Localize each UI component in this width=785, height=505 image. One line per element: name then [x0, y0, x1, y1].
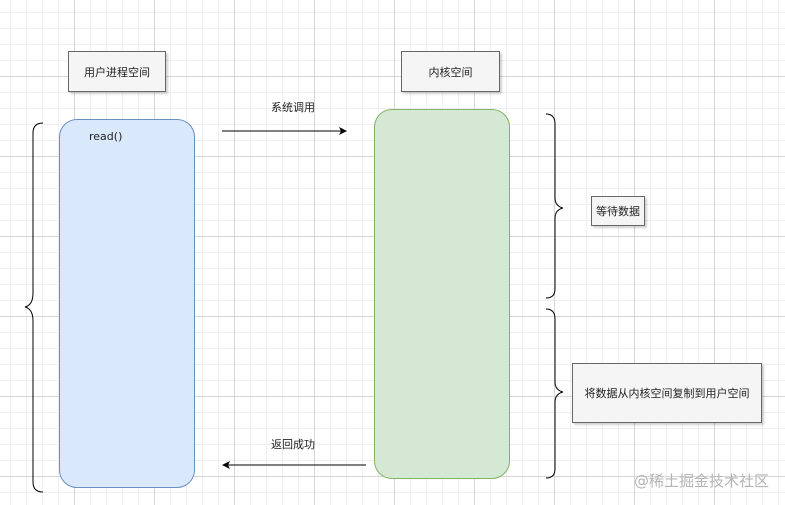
copy-data-label: 将数据从内核空间复制到用户空间	[572, 363, 762, 423]
user-space-label-text: 用户进程空间	[84, 65, 150, 79]
kernel-space	[374, 109, 510, 479]
return-success-label: 返回成功	[271, 438, 315, 451]
wait-data-label-text: 等待数据	[596, 205, 640, 218]
copy-data-label-text: 将数据从内核空间复制到用户空间	[584, 387, 750, 400]
watermark: @稀土掘金技术社区	[633, 472, 769, 490]
user-process-space	[59, 119, 195, 488]
syscall-label: 系统调用	[271, 101, 315, 114]
wait-data-label: 等待数据	[591, 196, 645, 226]
wait-data-brace	[545, 113, 564, 299]
copy-data-brace	[545, 308, 564, 479]
read-call-label: read()	[89, 130, 123, 143]
user-space-label: 用户进程空间	[68, 51, 166, 92]
kernel-space-label-text: 内核空间	[428, 65, 473, 79]
kernel-space-label: 内核空间	[401, 51, 500, 92]
left-brace	[24, 122, 44, 493]
